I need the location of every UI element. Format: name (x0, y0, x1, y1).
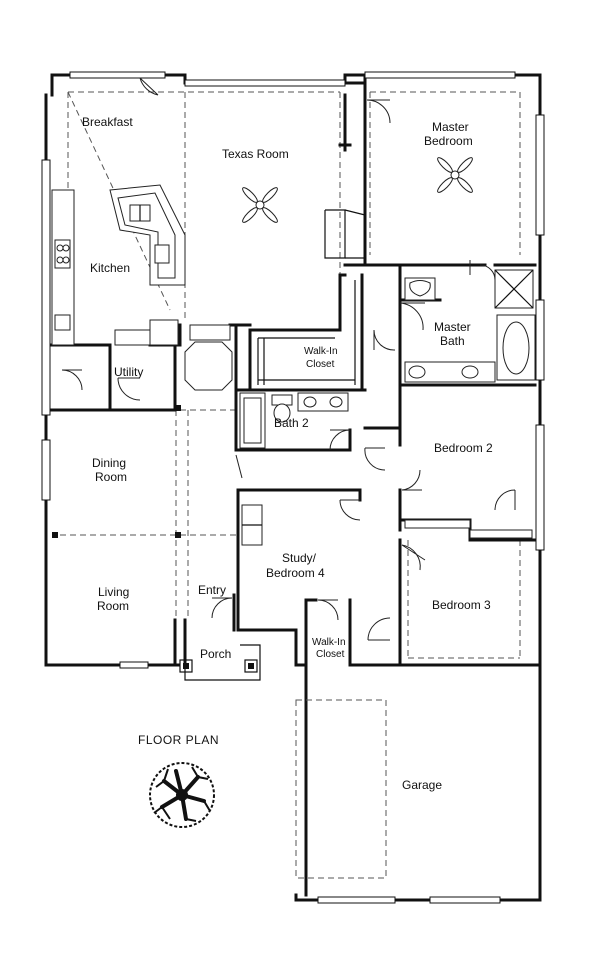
label-study-2: Bedroom 4 (266, 566, 325, 580)
label-master-bath-1: Master (434, 320, 471, 334)
label-utility: Utility (114, 365, 143, 379)
label-master-bedroom-1: Master (432, 120, 469, 134)
label-walkin-closet-2: Closet (306, 359, 335, 370)
label-breakfast: Breakfast (82, 115, 133, 129)
fixtures (51, 184, 536, 546)
label-kitchen: Kitchen (90, 261, 130, 275)
label-walkin-closet2-2: Closet (316, 649, 345, 660)
label-walkin-closet-1: Walk-In (304, 346, 338, 357)
plan-title: FLOOR PLAN (138, 733, 219, 747)
interior-walls (50, 93, 537, 681)
label-living-2: Room (97, 599, 129, 613)
ceiling-fan-icon (242, 187, 278, 223)
label-bedroom3: Bedroom 3 (432, 598, 491, 612)
label-garage: Garage (402, 778, 442, 792)
label-master-bath-2: Bath (440, 334, 465, 348)
label-dining-2: Room (95, 470, 127, 484)
exterior-walls (44, 73, 542, 902)
room-labels: Breakfast Texas Room Master Bedroom Kitc… (82, 115, 493, 792)
label-bedroom2: Bedroom 2 (434, 441, 493, 455)
label-porch: Porch (200, 647, 231, 661)
label-living-1: Living (98, 585, 129, 599)
door-swings (61, 77, 516, 641)
label-walkin-closet2-1: Walk-In (312, 637, 346, 648)
label-entry: Entry (198, 583, 226, 597)
label-dining-1: Dining (92, 456, 126, 470)
label-texas-room: Texas Room (222, 147, 289, 161)
label-study-1: Study/ (282, 551, 317, 565)
ceiling-fan-icon (437, 157, 473, 193)
windows (41, 71, 545, 904)
tree-icon (149, 762, 215, 828)
label-bath2: Bath 2 (274, 416, 309, 430)
label-master-bedroom-2: Bedroom (424, 134, 473, 148)
